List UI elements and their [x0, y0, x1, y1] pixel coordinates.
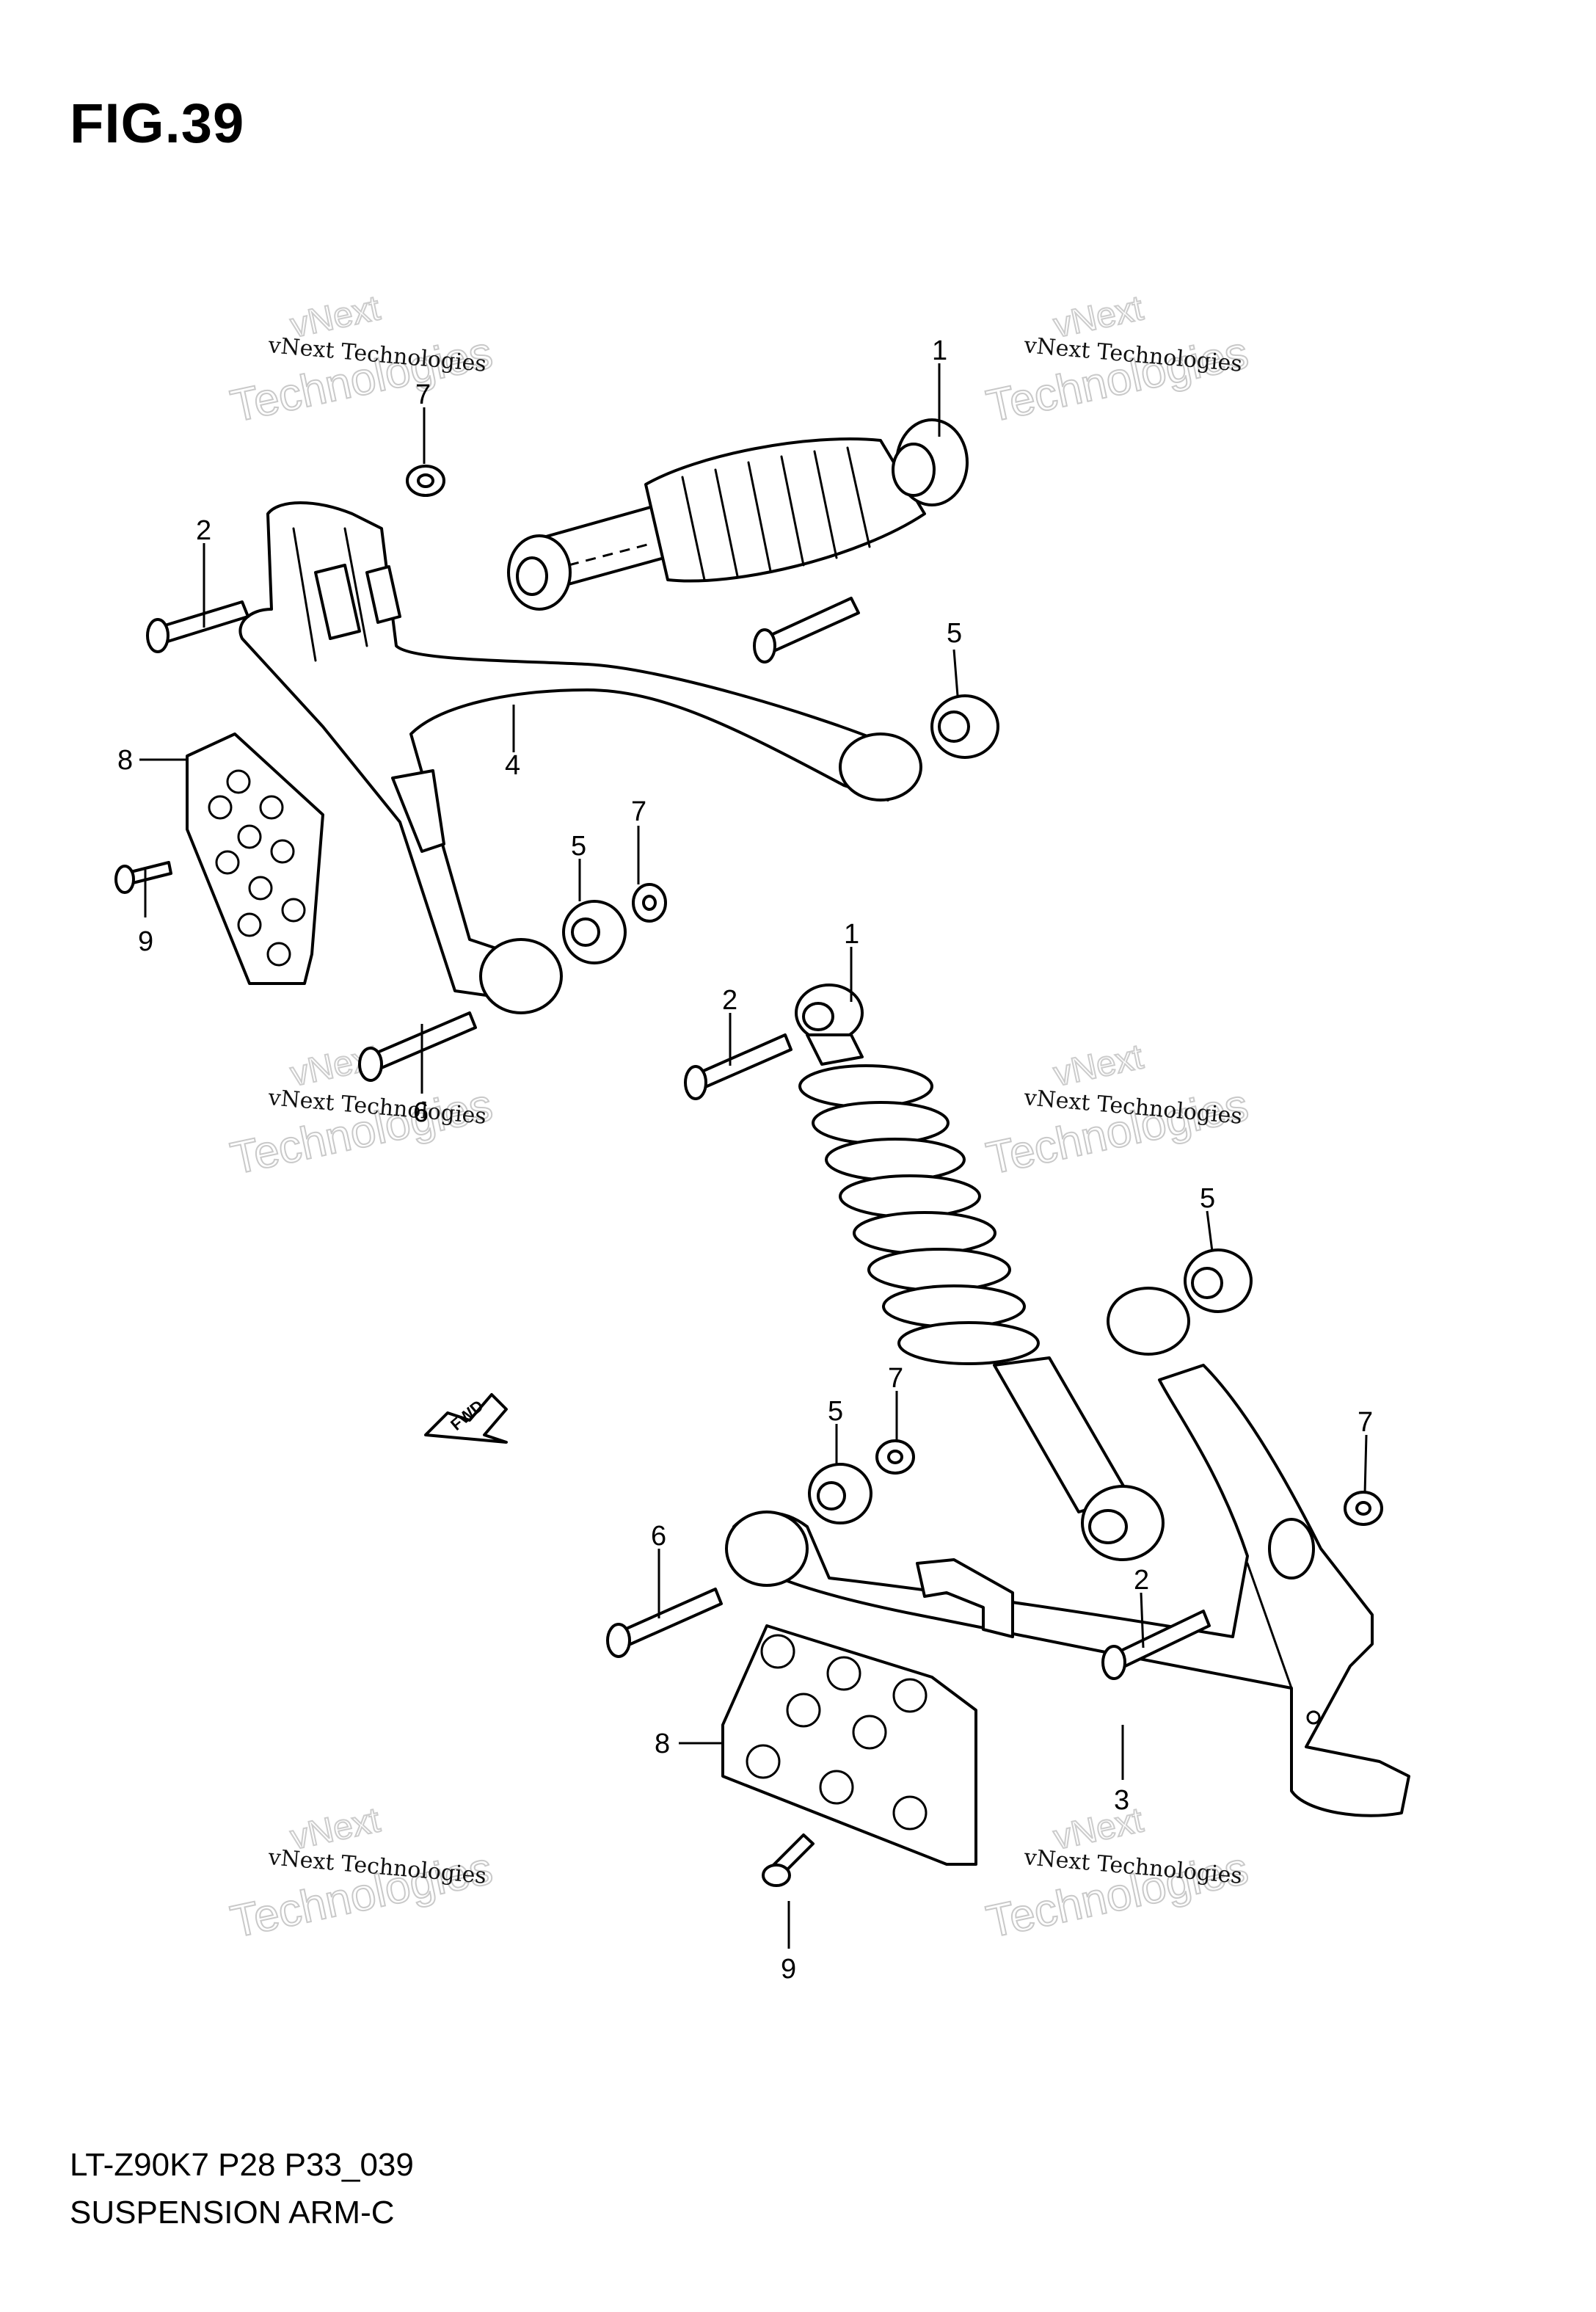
watermark-bottom-left: vNext Technologies vNext Technologies [226, 1800, 498, 1948]
callout-lower-nut-mid: 7 [888, 1363, 903, 1394]
lower-bolt-mount [1101, 1610, 1211, 1680]
fwd-arrow-icon: FWD [424, 1393, 508, 1444]
upper-step-plate [186, 733, 324, 985]
upper-shock-absorber [507, 418, 969, 611]
lower-step-plate [721, 1624, 977, 1866]
callout-lower-shock: 1 [844, 919, 859, 950]
upper-bolt-top [146, 600, 249, 653]
watermark-bottom-right: vNext Technologies vNext Technologies [982, 1800, 1253, 1948]
callout-lower-bushing-mid: 5 [828, 1396, 843, 1427]
callout-upper-bolt-bottom: 6 [413, 1097, 429, 1128]
lower-bushing-right [1184, 1248, 1253, 1313]
callout-upper-screw: 9 [138, 926, 153, 957]
upper-bolt-right [753, 597, 860, 664]
watermark-mid-right: vNext Technologies vNext Technologies [982, 1036, 1253, 1185]
lower-bolt-left [606, 1588, 723, 1658]
lower-bushing-mid [808, 1463, 872, 1524]
callout-lower-arm: 3 [1114, 1785, 1129, 1816]
lower-coil-spring [798, 1064, 1040, 1365]
callout-upper-bushing-left: 5 [571, 831, 586, 862]
figure-title: FIG.39 [70, 92, 245, 155]
callout-upper-bolt-top: 2 [196, 515, 211, 546]
watermark-top-left: vNext Technologies vNext Technologies [226, 288, 498, 432]
callout-upper-shock: 1 [932, 335, 947, 366]
lower-shock-absorber [795, 984, 1165, 1561]
lower-nut-right [1344, 1491, 1383, 1526]
callout-lower-nut-right: 7 [1358, 1407, 1373, 1438]
upper-screw [114, 861, 172, 894]
callout-lower-bolt-top: 2 [722, 985, 737, 1016]
upper-nut-left [632, 883, 667, 923]
callout-lower-bolt-mount: 2 [1134, 1565, 1149, 1596]
callout-upper-nut-top: 7 [415, 379, 431, 410]
lower-nut-mid [875, 1439, 915, 1475]
callout-lower-bushing-right: 5 [1200, 1183, 1215, 1214]
upper-bushing-left [562, 900, 627, 964]
lower-suspension-arm [725, 1287, 1410, 1817]
svg-text:vNext: vNext [1050, 1037, 1146, 1094]
model-code: LT-Z90K7 P28 P33_039 [70, 2147, 414, 2183]
upper-bushing-right [930, 694, 999, 759]
section-name: SUSPENSION ARM-C [70, 2195, 395, 2231]
callout-lower-step-plate: 8 [655, 1728, 670, 1759]
callout-upper-arm: 4 [505, 750, 520, 781]
watermark-top-right: vNext Technologies vNext Technologies [982, 288, 1253, 432]
lower-bolt-top [684, 1033, 792, 1100]
callout-lower-bolt-left: 6 [651, 1521, 666, 1552]
upper-nut-top [406, 465, 445, 497]
callout-upper-step-plate: 8 [117, 745, 133, 776]
callout-upper-nut-left: 7 [631, 796, 646, 827]
upper-suspension-arm [238, 501, 922, 1014]
callout-upper-bushing-right: 5 [947, 618, 962, 649]
callout-lower-screw: 9 [781, 1954, 796, 1985]
lower-screw [762, 1833, 815, 1887]
